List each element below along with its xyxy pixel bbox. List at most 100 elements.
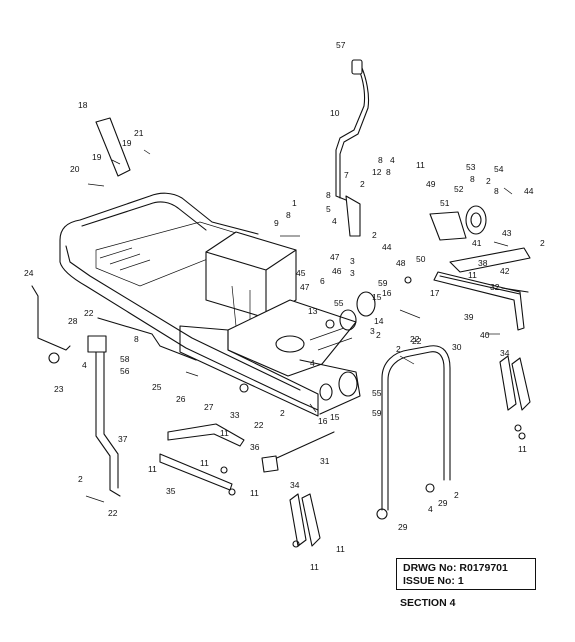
callout: 11 [310,562,319,572]
callout: 4 [332,216,337,226]
callout: 11 [200,458,209,468]
callout: 18 [78,100,88,110]
lower-links [159,423,335,491]
pedal-arm [87,335,121,497]
callout: 16 [318,416,328,426]
callout: 8 [134,334,139,344]
callout: 8 [386,167,391,177]
callout: 12 [372,167,382,177]
callout: 11 [220,428,229,438]
callout: 34 [500,348,510,358]
callout: 28 [68,316,78,326]
callout: 38 [478,258,488,268]
drawing-number-label: DRWG No: [403,562,457,574]
callout: 14 [374,316,384,326]
callout: 54 [494,164,504,174]
callout: 34 [290,480,300,490]
callout: 47 [330,252,340,262]
tube-frame [381,345,451,511]
callout: 35 [166,486,176,496]
drawing-number-value: R0179701 [459,562,508,574]
callout: 3 [350,268,355,278]
callout: 19 [122,138,132,148]
link-rod [31,285,71,351]
callout: 17 [430,288,440,298]
callout: 27 [204,402,214,412]
callout: 11 [148,464,157,474]
issue-number-row: ISSUE No: 1 [403,575,531,588]
callout: 42 [500,266,510,276]
callout: 13 [308,306,318,316]
callout: 30 [452,342,462,352]
drawing-number-row: DRWG No: R0179701 [403,562,531,575]
callout: 46 [332,266,342,276]
callout: 31 [320,456,330,466]
callout: 11 [468,270,477,280]
callout: 19 [92,152,102,162]
callout: 20 [70,164,80,174]
callout: 15 [372,292,382,302]
callout: 16 [382,288,392,298]
callout: 50 [416,254,426,264]
callout: 33 [230,410,240,420]
pulley-group [319,205,487,401]
callout: 36 [250,442,260,452]
callout: 55 [334,298,344,308]
callout: 2 [454,490,459,500]
callout: 59 [378,278,388,288]
callout: 57 [336,40,346,50]
hardware [48,149,526,548]
callout: 11 [336,544,345,554]
callout: 6 [320,276,325,286]
callout: 11 [416,160,425,170]
callout: 7 [344,170,349,180]
callout: 44 [524,186,534,196]
callout: 22 [84,308,94,318]
guard-plate [95,117,131,177]
callout: 8 [326,190,331,200]
callout: 24 [24,268,34,278]
callout: 4 [82,360,87,370]
callout: 8 [378,155,383,165]
callout: 53 [466,162,476,172]
callout: 21 [134,128,144,138]
callout: 26 [176,394,186,404]
callout: 4 [310,358,315,368]
callout: 3 [350,256,355,266]
issue-number-value: 1 [457,575,464,587]
callout: 32 [490,282,500,292]
callout: 48 [396,258,406,268]
callout: 56 [120,366,130,376]
callout: 11 [518,444,527,454]
callout: 47 [300,282,310,292]
callout: 49 [426,179,436,189]
callout: 45 [296,268,306,278]
callout: 22 [412,336,422,346]
callout: 4 [390,155,395,165]
callout: 52 [454,184,464,194]
callout: 2 [376,330,381,340]
control-lever [335,59,370,237]
callout: 44 [382,242,392,252]
linkage-rod [439,275,521,295]
drawing-title-block: DRWG No: R0179701 ISSUE No: 1 [396,558,536,590]
callout: 11 [250,488,259,498]
callout: 59 [372,408,382,418]
callout: 2 [280,408,285,418]
callout: 29 [398,522,408,532]
issue-number-label: ISSUE No: [403,575,455,587]
callout: 29 [438,498,448,508]
callout: 3 [370,326,375,336]
callout: 10 [330,108,340,118]
callout: 51 [440,198,450,208]
brake-rod [97,317,197,361]
callout: 2 [78,474,83,484]
callout: 23 [54,384,64,394]
callout: 40 [480,330,490,340]
callout: 9 [274,218,279,228]
callout: 55 [372,388,382,398]
callout: 37 [118,434,128,444]
callout: 43 [502,228,512,238]
callout: 25 [152,382,162,392]
